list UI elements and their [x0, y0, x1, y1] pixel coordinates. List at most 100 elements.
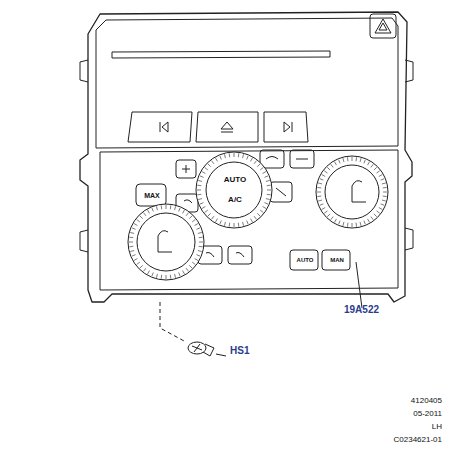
knurl-stroke: [320, 179, 324, 181]
climate-panel: [100, 150, 398, 290]
disc-slot: [112, 51, 330, 52]
knurl-stroke: [317, 196, 321, 198]
knurl-stroke: [347, 223, 349, 227]
knurl-stroke: [254, 161, 256, 164]
knurl-stroke: [247, 220, 249, 224]
knurl-stroke: [156, 274, 157, 278]
knurl-stroke: [198, 251, 202, 252]
knurl-stroke: [264, 203, 268, 205]
knurl-stroke: [374, 167, 377, 170]
knurl-stroke: [356, 223, 358, 227]
knurl-stroke: [196, 228, 200, 230]
auto-button: [290, 250, 318, 270]
knurl-stroke: [254, 216, 256, 219]
disc-slot: [112, 51, 330, 58]
knurl-stroke: [260, 167, 263, 169]
knurl-stroke: [166, 205, 167, 209]
knurl-stroke: [266, 180, 270, 181]
knurl-stroke: [381, 179, 385, 181]
skip-forward-icon: [284, 122, 292, 132]
knurl-stroke: [186, 213, 188, 216]
knurl-stroke: [129, 237, 133, 239]
audio-button: [196, 112, 258, 142]
knurl-stroke: [137, 262, 140, 264]
knurl-stroke: [134, 224, 137, 226]
knurl-stroke: [148, 271, 150, 274]
knurl-stroke: [199, 237, 203, 239]
screw-drive: [192, 344, 202, 352]
knurl-stroke: [216, 219, 218, 222]
knurl-stroke: [343, 158, 344, 162]
knurl-stroke: [352, 157, 353, 161]
knurl-stroke: [196, 255, 200, 257]
button-text: A/C: [227, 196, 243, 204]
knurl-stroke: [199, 246, 203, 248]
knurl-stroke: [148, 210, 150, 213]
knurl-stroke: [211, 216, 213, 219]
knurl-stroke: [260, 210, 263, 212]
seat-heat-knob: [137, 213, 195, 271]
defrost-button: [260, 150, 284, 168]
climate-button: [176, 194, 198, 212]
seat-icon: [158, 181, 366, 252]
knurl-stroke: [186, 268, 188, 271]
audio-button: [128, 112, 192, 142]
temperature-knob: [206, 162, 262, 218]
knurl-stroke: [152, 208, 154, 212]
knurl-stroke: [360, 222, 361, 226]
knurl-stroke: [266, 199, 270, 200]
knurl-stroke: [140, 216, 143, 219]
knurl-stroke: [229, 223, 231, 227]
audio-fascia: [96, 18, 398, 148]
knurl-stroke: [381, 204, 385, 206]
knurl-stroke: [267, 185, 271, 187]
knurl-stroke: [189, 265, 192, 268]
knurl-stroke: [322, 208, 325, 210]
drawing-reference: C0234621-01: [394, 436, 442, 444]
leader-line: [216, 354, 226, 356]
knurl-stroke: [339, 221, 341, 225]
knurl-stroke: [195, 224, 198, 226]
knurl-stroke: [251, 158, 253, 161]
knurl-stroke: [220, 156, 222, 160]
knurl-stroke: [379, 208, 382, 210]
hazard-button: [370, 14, 396, 38]
knurl-stroke: [152, 272, 154, 276]
knurl-stroke: [208, 213, 211, 216]
knurl-stroke: [374, 214, 377, 217]
screw-shank: [203, 344, 214, 356]
knurl-stroke: [140, 265, 143, 268]
knurl-stroke: [170, 275, 172, 279]
knurl-stroke: [343, 222, 344, 226]
knurl-stroke: [379, 175, 382, 177]
knurl-stroke: [368, 219, 370, 222]
knurl-stroke: [243, 222, 244, 226]
drawing-number: 4120405: [411, 397, 442, 405]
callout-number: HS1: [230, 346, 249, 356]
drawing-side: LH: [432, 423, 442, 431]
knurl-stroke: [234, 153, 235, 157]
knurl-stroke: [166, 275, 167, 279]
knurl-stroke: [192, 219, 195, 221]
knurl-stroke: [318, 183, 322, 184]
knurl-stroke: [234, 223, 235, 227]
knurl-stroke: [264, 176, 268, 178]
knurl-stroke: [183, 210, 185, 213]
knurl-stroke: [238, 223, 240, 227]
knurl-stroke: [199, 242, 203, 243]
knurl-stroke: [383, 196, 387, 198]
disc-slot: [112, 57, 330, 58]
knurl-stroke: [205, 167, 208, 169]
knurl-stroke: [137, 219, 140, 221]
knurl-stroke: [224, 154, 225, 158]
knurl-stroke: [200, 176, 204, 178]
knurl-stroke: [208, 164, 211, 167]
knurl-stroke: [198, 232, 202, 233]
knurl-stroke: [224, 222, 225, 226]
knurl-stroke: [175, 274, 176, 278]
climate-button: [228, 246, 252, 264]
leader-line: [356, 262, 362, 308]
knurl-stroke: [317, 187, 321, 189]
